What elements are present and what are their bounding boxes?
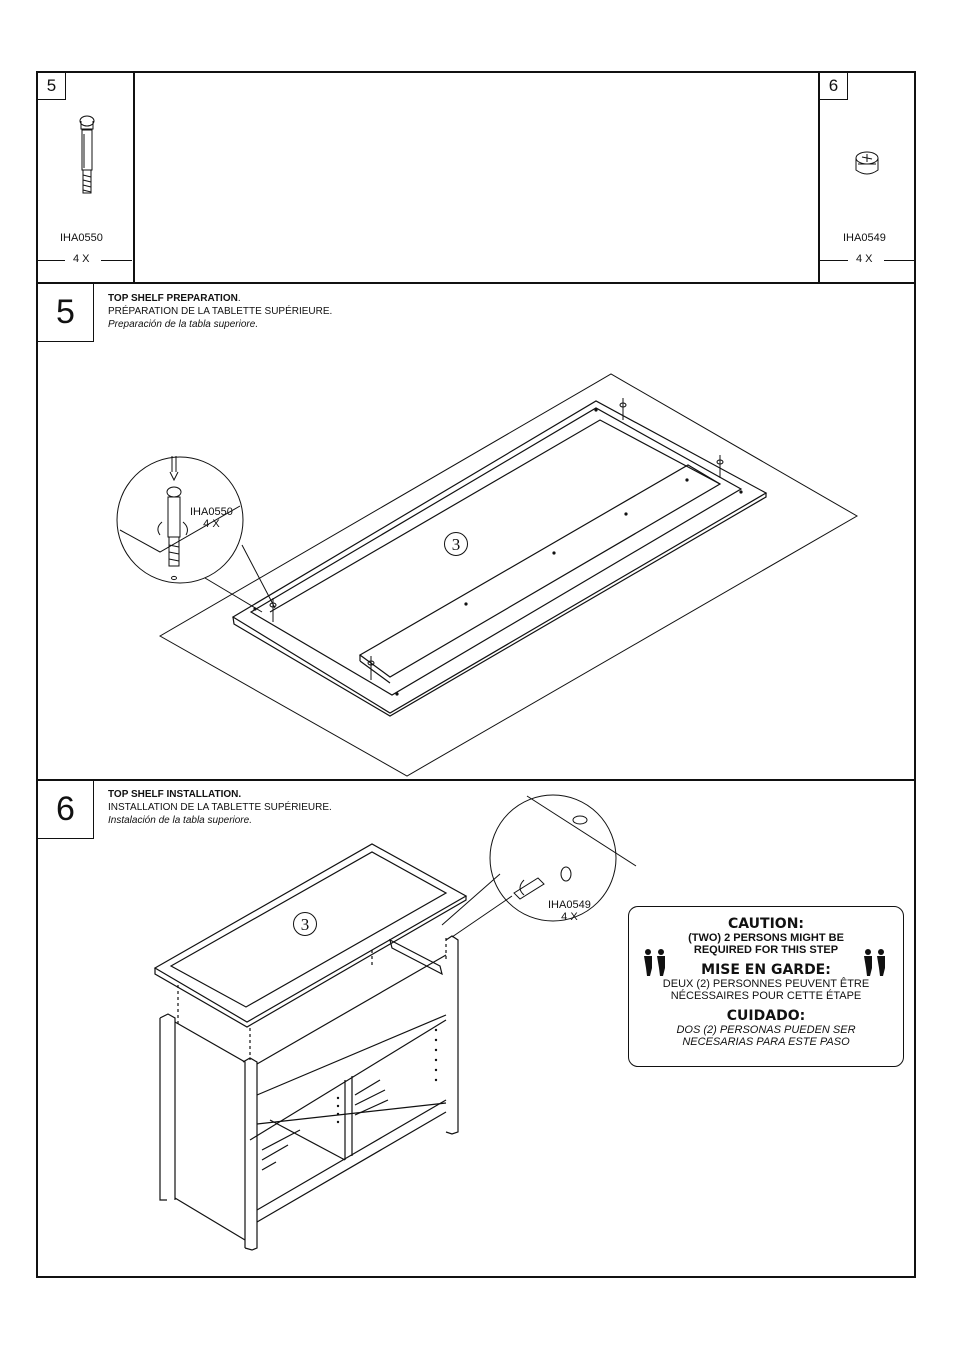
step-number: 5 — [38, 284, 94, 342]
step-5-instructions: TOP SHELF PREPARATION. PRÉPARATION DE LA… — [108, 292, 332, 331]
detail-callout — [441, 794, 637, 938]
hardware-cell-left-border — [133, 71, 135, 283]
cam-bolt-icon — [269, 398, 724, 680]
hardware-number: 6 — [819, 72, 848, 100]
callout-quantity: 4 X — [561, 911, 578, 923]
callout-code-text: IHA0549 — [548, 899, 591, 911]
step-title-fr: INSTALLATION DE LA TABLETTE SUPÉRIEURE. — [108, 802, 332, 813]
caution-text-es-1: DOS (2) PERSONAS PUEDEN SER — [676, 1024, 856, 1036]
hardware-cell-right-border — [818, 71, 820, 283]
caution-heading-fr: MISE EN GARDE: — [701, 962, 831, 978]
cam-lock-icon — [855, 151, 879, 175]
quantity-rule — [38, 260, 65, 261]
step-title-es: Instalación de la tabla superiore. — [108, 815, 252, 826]
top-shelf-panel — [231, 400, 768, 717]
shelf-pin-holes — [336, 1028, 438, 1124]
divider-step-6 — [36, 779, 916, 781]
caution-text-es-2: NECESARIAS PARA ESTE PASO — [682, 1036, 850, 1048]
hardware-number: 5 — [37, 72, 66, 100]
step-title-es: Preparación de la tabla superiore. — [108, 319, 259, 330]
caution-box: CAUTION: (TWO) 2 PERSONS MIGHT BE REQUIR… — [628, 906, 904, 1067]
step-title-en: TOP SHELF PREPARATION — [108, 293, 238, 304]
detail-callout — [116, 456, 276, 613]
step-title-en: TOP SHELF INSTALLATION. — [108, 789, 242, 800]
cam-bolt-icon — [79, 115, 95, 194]
quantity-rule — [820, 260, 848, 261]
quantity-rule — [101, 260, 132, 261]
caution-heading-es: CUIDADO: — [726, 1008, 806, 1024]
floor-sheet — [158, 373, 858, 777]
step-title-en-suffix: . — [237, 293, 241, 304]
callout-code-text: IHA0550 — [190, 506, 233, 518]
caution-heading-en: CAUTION: — [727, 916, 805, 932]
hardware-code: IHA0549 — [843, 232, 886, 244]
divider-hardware — [36, 282, 916, 284]
step-title-fr: PRÉPARATION DE LA TABLETTE SUPÉRIEURE. — [108, 306, 333, 317]
caution-text-fr-2: NÉCESSAIRES POUR CETTE ÉTAPE — [670, 990, 862, 1002]
two-persons-icon — [644, 949, 885, 976]
quantity-rule — [884, 260, 914, 261]
caution-text-fr-1: DEUX (2) PERSONNES PEUVENT ÊTRE — [662, 978, 870, 990]
part-number-badge: 3 — [293, 912, 317, 936]
cabinet-drawing — [153, 843, 468, 1251]
callout-code: IHA0550 4 X — [190, 506, 233, 530]
pre-drilled-holes — [253, 408, 743, 696]
part-number-badge: 3 — [444, 532, 468, 556]
step-6-instructions: TOP SHELF INSTALLATION. INSTALLATION DE … — [108, 788, 332, 827]
callout-code: IHA0549 4 X — [548, 899, 591, 923]
hardware-code: IHA0550 — [60, 232, 103, 244]
caution-text-en-1: (TWO) 2 PERSONS MIGHT BE — [688, 932, 844, 944]
callout-quantity: 4 X — [203, 518, 220, 530]
page-frame — [36, 71, 916, 1278]
step-number: 6 — [38, 781, 94, 839]
hardware-quantity: 4 X — [73, 253, 90, 265]
hardware-quantity: 4 X — [856, 253, 873, 265]
caution-text-en-2: REQUIRED FOR THIS STEP — [693, 944, 839, 956]
